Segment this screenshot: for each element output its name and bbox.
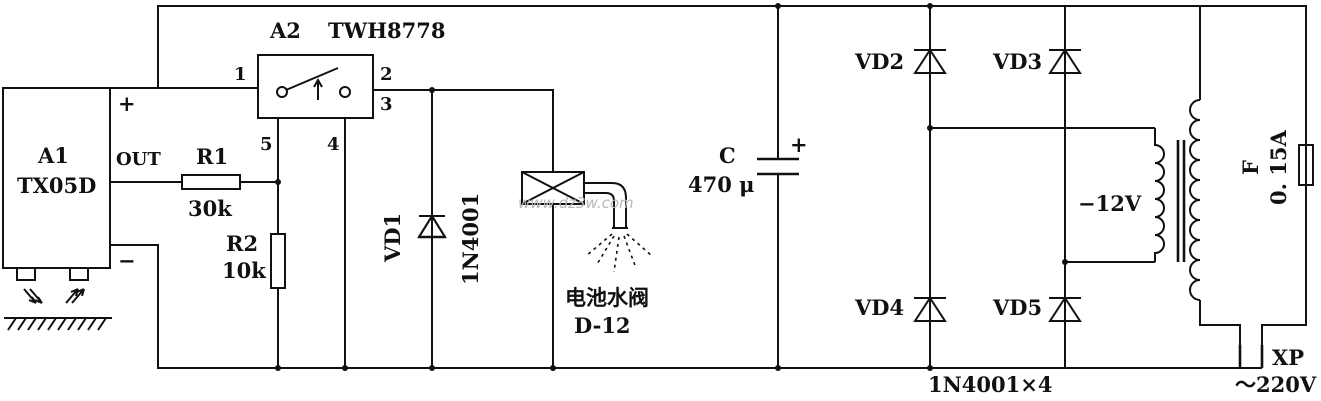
vd1-part: 1N4001 [458,193,483,285]
water-valve: 电池水阀 D-12 [521,171,653,338]
secondary-voltage: −12V [1078,191,1142,216]
sensor-ref: A1 [37,143,69,168]
relay-pin-2: 2 [380,64,393,85]
r1-value: 30k [188,196,232,221]
vd4-ref: VD4 [854,295,904,320]
capacitor-ref: C [719,143,736,168]
valve-model: D-12 [574,313,631,338]
r2-ref: R2 [226,231,258,256]
sensor-part: TX05D [17,173,96,198]
relay-pin-4: 4 [327,134,340,155]
vd1-ref: VD1 [380,213,405,263]
vd3-ref: VD3 [992,49,1042,74]
capacitor-c: + C 470 μ [688,132,808,197]
ground-surface-icon [4,317,112,331]
valve-name: 电池水阀 [565,285,649,310]
sensor-out-label: OUT [116,149,161,170]
sensor-a1: A1 TX05D + OUT − [2,87,161,331]
relay-pin-1: 1 [234,64,247,85]
plug-voltage: ～220V [1235,372,1317,397]
capacitor-value: 470 μ [688,172,755,197]
relay-part: TWH8778 [328,18,446,43]
vd5-ref: VD5 [992,295,1042,320]
resistor-r1: R1 30k [181,144,241,221]
diode-vd1: VD1 1N4001 [380,193,483,285]
plug-ref: XP [1272,345,1304,370]
plug-xp: XP ～220V [1235,345,1317,397]
diode-vd2: VD2 [854,48,947,74]
bridge-part: 1N4001×4 [928,372,1052,397]
transformer: −12V [1078,99,1201,301]
bridge-rectifier: VD2 VD3 VD4 VD5 1N4001×4 [854,48,1082,397]
relay-pin-3: 3 [380,94,393,115]
fuse-ref: F [1238,160,1263,175]
sensor-plus-label: + [118,91,136,116]
fuse-f: F 0. 15A [1238,130,1314,205]
switch-a2: A2 TWH8778 1 2 3 5 4 [234,18,446,155]
sensor-minus-label: − [118,248,136,273]
vd2-ref: VD2 [854,49,904,74]
junctions [275,3,1068,371]
water-spray-icon [585,233,653,273]
wires [110,5,1307,369]
infrared-arrows-icon [23,288,85,304]
diode-vd3: VD3 [992,48,1082,74]
r2-value: 10k [222,258,266,283]
diode-vd5: VD5 [992,295,1082,322]
r1-ref: R1 [196,144,228,169]
fuse-value: 0. 15A [1266,130,1291,205]
relay-ref: A2 [269,18,301,43]
diode-vd4: VD4 [854,295,947,322]
watermark: www.dz3w.com [518,194,634,212]
relay-pin-5: 5 [260,134,273,155]
resistor-r2: R2 10k [222,231,286,289]
capacitor-polarity: + [790,132,808,157]
